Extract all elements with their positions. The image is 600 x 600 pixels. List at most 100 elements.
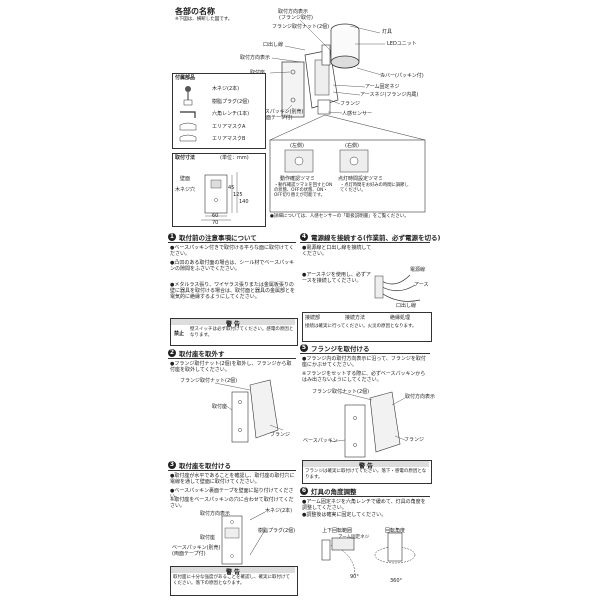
sensor-right-label: 点灯時間設定ツマミ	[338, 176, 384, 182]
page-title: 各部の名称	[175, 7, 215, 16]
section-4-warning-text: 接続は確実に行ってください。火災の原因となります。	[305, 324, 417, 329]
section-6-label-rotation: 回転角度	[385, 528, 406, 534]
accessories-title: 付属部品	[175, 75, 196, 81]
section-1-warning-title: 警 告	[225, 321, 241, 328]
section-3-warning-bar	[171, 567, 295, 573]
section-4-table-col2: 接続方法	[345, 315, 366, 321]
dim-70: 70	[212, 220, 219, 226]
label-flange: フランジ	[340, 101, 361, 107]
section-1-p3: ●メタルラス張り、ワイヤラス張りまたは金属板張りの壁に器具を取付ける場合は、取付…	[170, 282, 296, 301]
sensor-left-title: (左側)	[290, 143, 304, 149]
section-6-label-90: 90°	[350, 574, 359, 580]
section-3-title: 取付座を取付ける	[179, 461, 231, 470]
section-5-warning-title: 警 告	[358, 463, 374, 470]
section-4-label-earth: アース	[414, 282, 429, 288]
section-1-warning-bar	[171, 319, 295, 325]
section-4-number: 4	[300, 232, 308, 241]
section-3-label-plug: 樹脂プラグ(2個)	[258, 528, 296, 534]
section-3-p2: ●ベースパッキン裏面テープを壁面に貼り付けてください。	[170, 488, 294, 501]
section-2-label-flange: フランジ	[270, 432, 291, 438]
section-2-rule	[168, 358, 296, 359]
dim-125: 125	[233, 192, 243, 198]
section-6-label-360: 360°	[390, 578, 403, 584]
dim-60: 60	[212, 213, 219, 219]
dim-45: 45	[228, 185, 235, 191]
dimensions-unit: (単位：mm)	[220, 155, 249, 161]
dimensions-title: 取付寸法	[175, 155, 196, 161]
section-5-p1: ●フランジ内の取付方向表示に沿って、フランジを取付座にかぶせてください。	[302, 356, 426, 369]
section-5-rule	[300, 353, 430, 354]
section-4-label-power: 電源線	[410, 267, 426, 273]
section-1-p2: ●凸凹のある取付面の場合は、シール材でベースパッキンの隙間をふさいでください。	[170, 260, 295, 273]
section-6-p2: ●調整後は確実に固定してください。	[302, 512, 387, 518]
section-6-rule	[300, 496, 430, 497]
section-4-table-col3: 絶縁処理	[390, 315, 411, 321]
section-4-title: 電源線を接続する(作業前、必ず電源を切る)	[311, 233, 441, 242]
section-1-number: 1	[168, 232, 176, 241]
section-3-label-direction: 取付方向表示	[200, 511, 231, 517]
label-lamp: 灯具	[382, 29, 393, 35]
section-1-warning-label: 禁止	[174, 331, 185, 337]
section-4-rule	[300, 242, 430, 243]
label-cord-exit: 口出し線	[263, 42, 284, 48]
label-sensor: 人感センサー	[342, 111, 373, 117]
dim-wall: 壁面	[180, 176, 191, 182]
label-flange-mount: (フランジ取付)	[279, 15, 313, 21]
section-5-warning-bar	[303, 461, 429, 467]
section-5-label-flange: フランジ	[404, 437, 425, 443]
section-5-p2: ※フランジをセットする際に、必ずベースパッキンからはみ出さないようにしてください…	[302, 371, 426, 384]
section-1-warning-text: 壁スイッチは必ず取付けてください。感電の原因となります。	[190, 327, 294, 338]
label-mount-direction: 取付方向表示	[240, 55, 271, 61]
label-earth-screw: アースネジ(フランジ内蔵)	[360, 92, 419, 98]
accessory-hex-wrench: 六角レンチ(1本)	[212, 111, 250, 117]
page-subtitle: ※下図は、横断した図です。	[175, 17, 233, 22]
dim-140: 140	[239, 199, 249, 205]
label-base-packing: ベースパッキン(別売)	[255, 109, 304, 115]
accessory-wood-screw: 木ネジ(2本)	[212, 86, 240, 92]
section-4-label-cord: 口出し線	[396, 303, 417, 309]
label-direction-mark: 取付方向表示	[278, 9, 309, 15]
section-2-label-nut: フランジ取付ナット(2個)	[180, 378, 238, 384]
dim-screw-hole: 木ネジ穴	[175, 187, 196, 193]
sensor-note: ●詳細については、人感センサーの「取扱説明書」をご覧ください。	[270, 214, 409, 219]
section-1-p1: ●ベースパッキン付きで取付ける平らな面に取付けてください。	[170, 245, 294, 258]
label-double-tape: (両面テープ付)	[259, 115, 293, 121]
section-2-number: 2	[168, 348, 176, 357]
section-3-label-base: 取付座	[200, 535, 216, 541]
section-6-label-arm: アーム固定ネジ	[338, 535, 370, 540]
section-4-p1: ●電源線と口出し線を接続してください。	[302, 245, 372, 258]
section-6-number: 6	[300, 486, 308, 495]
accessory-plug: 樹脂プラグ(2個)	[212, 99, 250, 105]
sensor-left-label: 動作確認ツマミ	[280, 176, 316, 182]
accessory-mask-a: エリアマスクA	[212, 124, 246, 130]
section-3-p3: ※取付座をベースパッキンの穴に合わせて取付けてください。	[170, 497, 294, 510]
sensor-left-text: ・動作確認ツマミを回すとONの状態、OFFの状態、ON・OFF切り替えが可能です…	[274, 183, 333, 199]
section-5-label-direction: 取付方向表示	[405, 394, 436, 400]
label-arm-screw: アーム固定ネジ	[365, 84, 400, 90]
section-3-p1: ●取付座が水平であることを確認し、取付座の取付穴に電線を通して壁面に取付けてくだ…	[170, 473, 295, 486]
section-3-label-tape: (両面テープ付)	[172, 551, 206, 557]
label-flange-bolt: フランジ取付ナット(2個)	[272, 24, 330, 30]
section-1-title: 取付前の注意事項について	[179, 233, 257, 242]
section-2-text: ●フランジ取付ナット(2個)を取外し、フランジから取付座を取外してください。	[170, 361, 292, 374]
sensor-right-title: (右側)	[345, 143, 359, 149]
section-4-table	[302, 312, 432, 342]
label-cover-packing: カバー(パッキン付)	[380, 73, 424, 79]
section-5-number: 5	[300, 343, 308, 352]
section-3-warning-title: 警 告	[225, 569, 241, 576]
section-5-label-packing: ベースパッキン	[303, 438, 338, 444]
section-3-number: 3	[168, 460, 176, 469]
